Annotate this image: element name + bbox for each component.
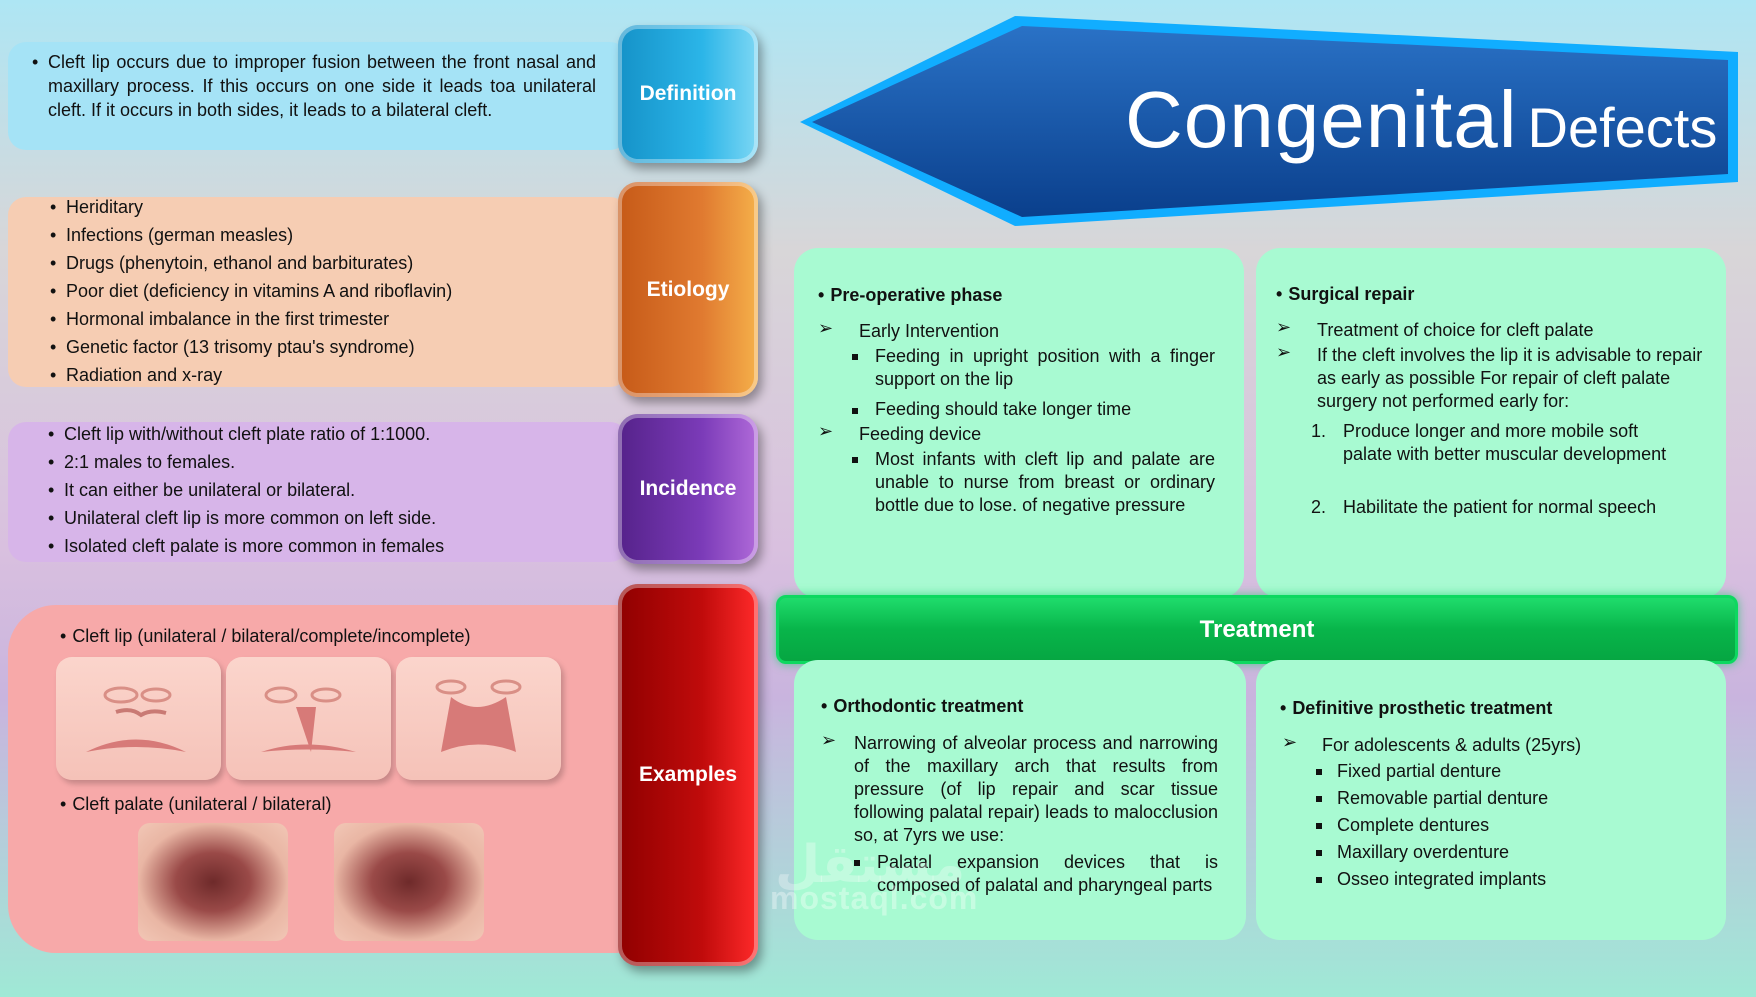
cleft-palate-image-2 <box>334 823 484 941</box>
tab-definition: Definition <box>618 25 758 163</box>
card-prosthetic: •Definitive prosthetic treatment ➢ For a… <box>1256 660 1726 940</box>
square-bullet-icon <box>854 860 860 866</box>
surgical-item: If the cleft involves the lip it is advi… <box>1317 345 1703 411</box>
card-orthodontic: •Orthodontic treatment ➢ Narrowing of al… <box>794 660 1246 940</box>
cleft-lip-label: •Cleft lip (unilateral / bilateral/compl… <box>60 626 471 646</box>
title-sub: Defects <box>1527 96 1718 159</box>
examples-band: •Cleft lip (unilateral / bilateral/compl… <box>8 605 663 953</box>
definition-text: •Cleft lip occurs due to improper fusion… <box>32 52 596 120</box>
list-item: Radiation and x-ray <box>50 361 452 389</box>
orthodontic-heading: •Orthodontic treatment <box>821 696 1024 716</box>
arrow-bullet-icon: ➢ <box>818 318 834 338</box>
square-bullet-icon <box>1316 796 1322 802</box>
title-main: Congenital <box>1125 75 1518 164</box>
list-item: Genetic factor (13 trisomy ptau's syndro… <box>50 333 452 361</box>
list-item: It can either be unilateral or bilateral… <box>48 476 444 504</box>
prosthetic-heading: •Definitive prosthetic treatment <box>1280 698 1553 718</box>
cleft-lip-image-3 <box>396 657 561 780</box>
prosthetic-intro: For adolescents & adults (25yrs) <box>1322 735 1582 755</box>
list-item: Drugs (phenytoin, ethanol and barbiturat… <box>50 249 452 277</box>
square-bullet-icon <box>852 457 858 463</box>
device-item: Most infants with cleft lip and palate a… <box>875 449 1215 515</box>
list-item: Cleft lip with/without cleft plate ratio… <box>48 420 444 448</box>
square-bullet-icon <box>852 408 858 414</box>
prosthetic-item: Osseo integrated implants <box>1337 869 1547 889</box>
card-surgical-repair: •Surgical repair ➢ Treatment of choice f… <box>1256 248 1726 598</box>
arrow-bullet-icon: ➢ <box>821 730 837 750</box>
arrow-bullet-icon: ➢ <box>1276 317 1292 337</box>
tab-incidence: Incidence <box>618 414 758 564</box>
watermark-text: mostaql.com <box>770 880 979 916</box>
watermark-logo: مستقل <box>775 836 966 894</box>
arrow-bullet-icon: ➢ <box>818 421 834 441</box>
prosthetic-item: Fixed partial denture <box>1337 761 1502 781</box>
card-pre-operative: •Pre-operative phase ➢ Early Interventio… <box>794 248 1244 598</box>
list-item: 2:1 males to females. <box>48 448 444 476</box>
feeding-device: Feeding device <box>859 424 982 444</box>
orthodontic-sub: Palatal expansion devices that is compos… <box>877 852 1218 895</box>
square-bullet-icon <box>1316 850 1322 856</box>
prosthetic-item: Maxillary overdenture <box>1337 842 1510 862</box>
arrow-bullet-icon: ➢ <box>1282 732 1298 752</box>
treatment-banner: Treatment <box>776 595 1738 664</box>
early-item: Feeding should take longer time <box>875 399 1132 419</box>
cleft-lip-image-1 <box>56 657 221 780</box>
list-item: Infections (german measles) <box>50 221 452 249</box>
list-item: Hormonal imbalance in the first trimeste… <box>50 305 452 333</box>
cleft-palate-image-1 <box>138 823 288 941</box>
numbered-item: Habilitate the patient for normal speech <box>1343 497 1657 517</box>
etiology-list: Heriditary Infections (german measles) D… <box>50 193 452 389</box>
number-marker: 2. <box>1311 497 1327 517</box>
surgical-item: Treatment of choice for cleft palate <box>1317 320 1594 340</box>
tab-examples: Examples <box>618 584 758 966</box>
etiology-band: Heriditary Infections (german measles) D… <box>8 193 628 389</box>
numbered-item: Produce longer and more mobile soft pala… <box>1343 421 1667 464</box>
list-item: Heriditary <box>50 193 452 221</box>
early-intervention: Early Intervention <box>859 321 1000 341</box>
list-item: Isolated cleft palate is more common in … <box>48 532 444 560</box>
title-banner <box>800 16 1738 226</box>
surgical-heading: •Surgical repair <box>1276 284 1415 304</box>
square-bullet-icon <box>1316 769 1322 775</box>
cleft-palate-label: •Cleft palate (unilateral / bilateral) <box>60 794 332 814</box>
square-bullet-icon <box>1316 877 1322 883</box>
prosthetic-item: Removable partial denture <box>1337 788 1549 808</box>
pre-operative-heading: •Pre-operative phase <box>818 285 1003 305</box>
early-item: Feeding in upright position with a finge… <box>875 346 1215 389</box>
prosthetic-item: Complete dentures <box>1337 815 1490 835</box>
list-item: Poor diet (deficiency in vitamins A and … <box>50 277 452 305</box>
arrow-bullet-icon: ➢ <box>1276 342 1292 362</box>
tab-etiology: Etiology <box>618 182 758 397</box>
cleft-lip-image-2 <box>226 657 391 780</box>
number-marker: 1. <box>1311 421 1327 441</box>
square-bullet-icon <box>852 354 858 360</box>
incidence-band: Cleft lip with/without cleft plate ratio… <box>8 420 628 562</box>
incidence-list: Cleft lip with/without cleft plate ratio… <box>48 420 444 560</box>
list-item: Unilateral cleft lip is more common on l… <box>48 504 444 532</box>
definition-band: •Cleft lip occurs due to improper fusion… <box>8 42 628 150</box>
orthodontic-text: Narrowing of alveolar process and narrow… <box>854 733 1218 845</box>
square-bullet-icon <box>1316 823 1322 829</box>
